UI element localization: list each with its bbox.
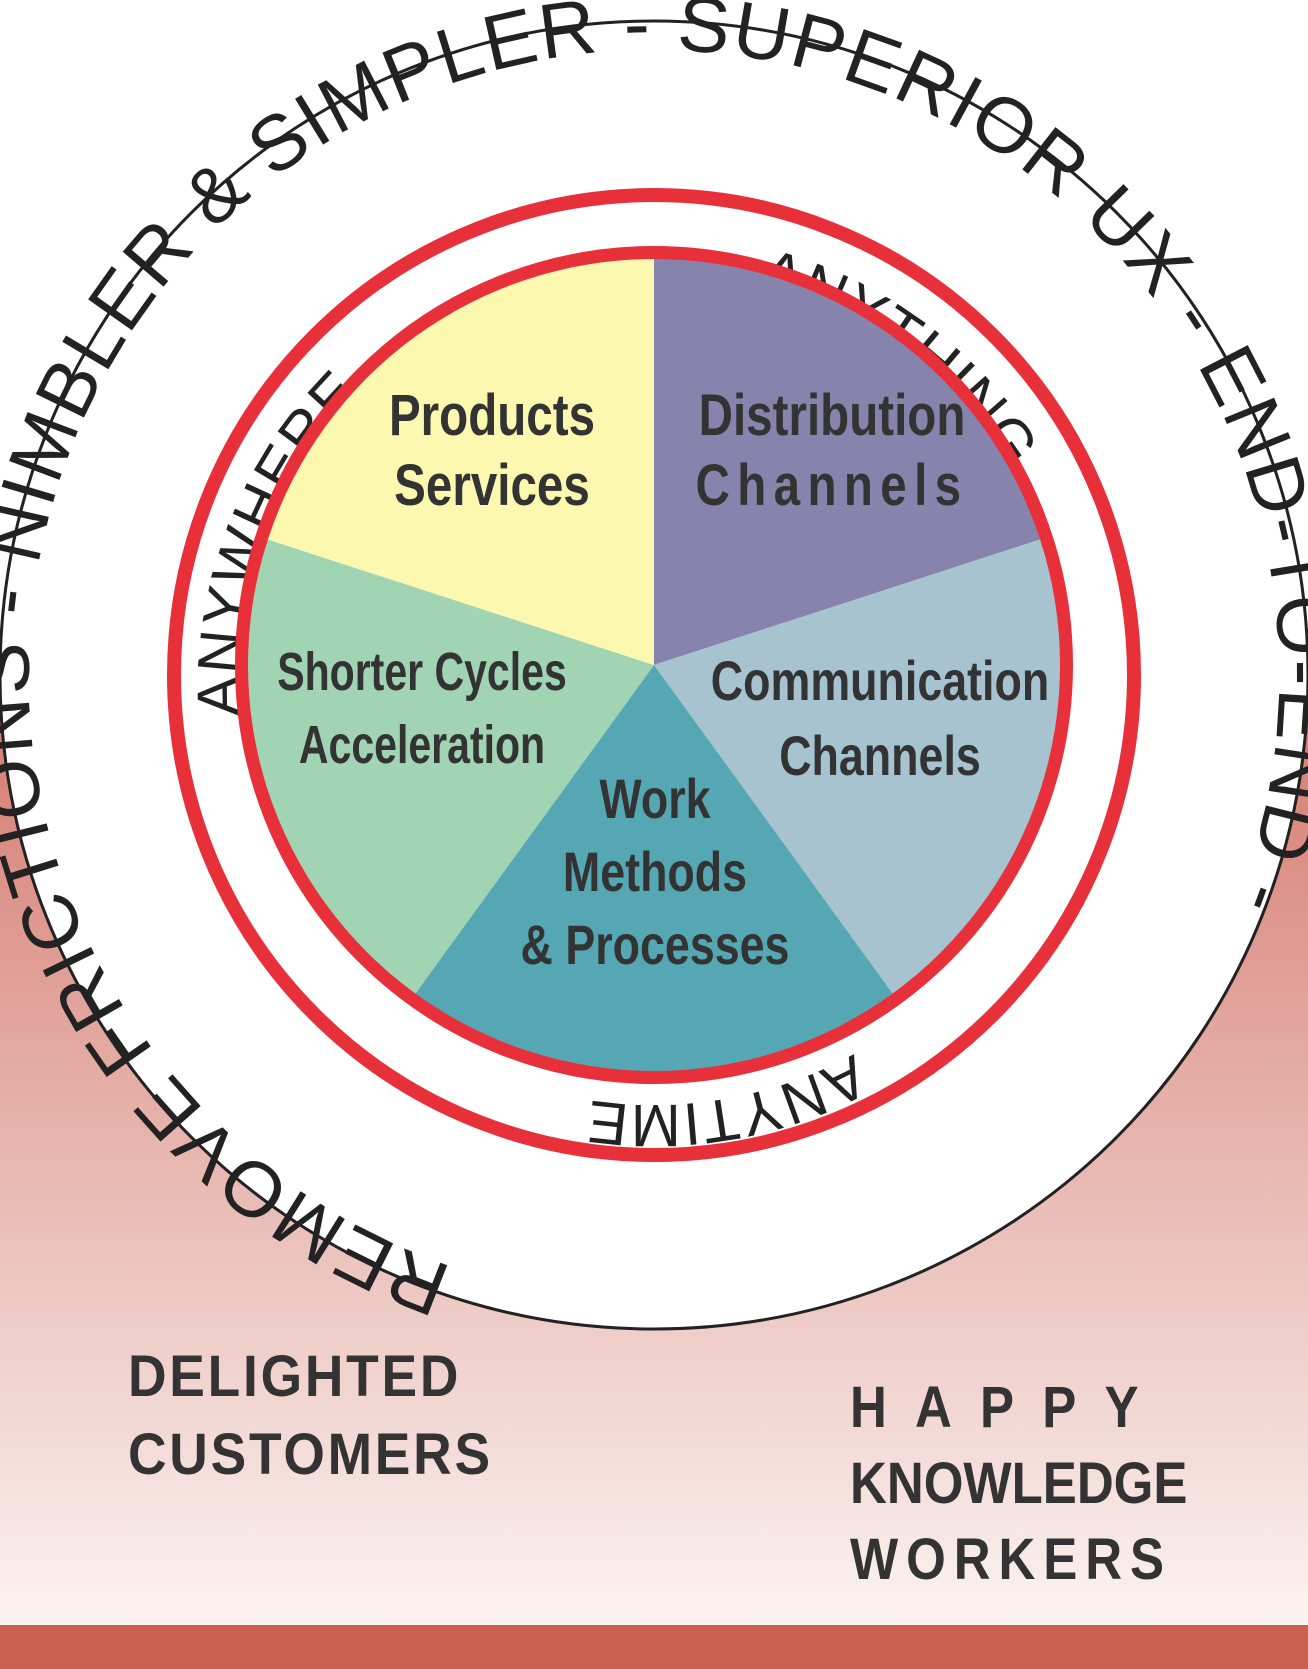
- pie-segment-shorter: [267, 259, 654, 665]
- segment-label-line: Channels: [779, 724, 981, 787]
- pie-red-border: [235, 246, 1073, 1084]
- pie-segment-distribution: [654, 539, 1060, 994]
- right-line-1: HAPPY: [850, 1375, 1167, 1440]
- segment-label-line: Methods: [563, 840, 747, 903]
- segment-label-line: Work: [599, 767, 711, 830]
- segment-label-line: Channels: [695, 454, 968, 519]
- happy-knowledge-workers-label: HAPPY KNOWLEDGE WORKERS: [850, 1370, 1187, 1598]
- left-line-1: DELIGHTED: [128, 1344, 462, 1409]
- pie-segment-products: [654, 259, 1041, 665]
- segment-label-line: Services: [394, 454, 590, 519]
- segment-label-line: Acceleration: [299, 716, 545, 776]
- pie-segments: [248, 259, 1060, 1071]
- segment-label-line: Communication: [711, 649, 1049, 712]
- red-ring: [167, 188, 1141, 1162]
- pie-segment-work: [248, 539, 654, 994]
- segment-label-line: & Processes: [521, 913, 790, 976]
- left-line-2: CUSTOMERS: [128, 1422, 493, 1487]
- delighted-customers-label: DELIGHTED CUSTOMERS: [128, 1338, 493, 1494]
- segment-label-line: Products: [389, 384, 595, 449]
- segment-label-line: Distribution: [699, 384, 966, 449]
- segment-labels: ProductsServicesDistributionChannelsComm…: [277, 384, 1049, 977]
- bottom-bar: [0, 1625, 1308, 1669]
- pie-segment-communication: [415, 665, 893, 1071]
- segment-label-line: Shorter Cycles: [277, 643, 567, 703]
- right-line-2: KNOWLEDGE: [850, 1451, 1188, 1516]
- right-line-3: WORKERS: [850, 1527, 1172, 1592]
